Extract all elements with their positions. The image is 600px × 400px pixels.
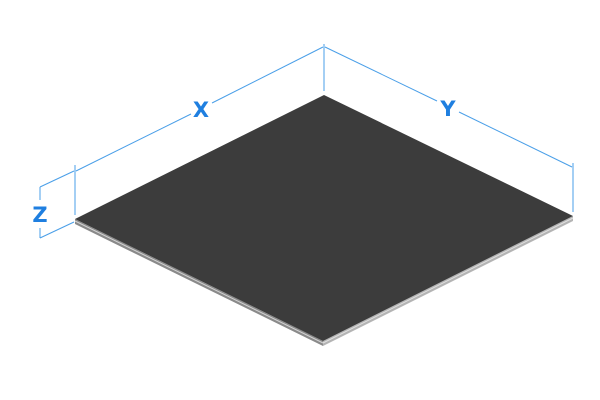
x-dimension (74, 44, 325, 215)
plate-top-face (75, 95, 573, 341)
z-tick-bottom (39, 221, 75, 239)
x-label: X (193, 98, 209, 122)
z-tick-top (39, 170, 75, 188)
y-dimension (324, 46, 574, 212)
plate-edge-highlight-right (322, 217, 574, 344)
x-dimension-line-left (75, 113, 192, 172)
plate-edge-highlight (74, 220, 324, 344)
x-dimension-line-right (211, 46, 324, 104)
y-dimension-line-right (458, 111, 573, 168)
y-label: Y (439, 97, 456, 121)
z-label: Z (32, 203, 47, 227)
y-dimension-line-left (324, 46, 438, 102)
z-dimension (39, 170, 75, 239)
